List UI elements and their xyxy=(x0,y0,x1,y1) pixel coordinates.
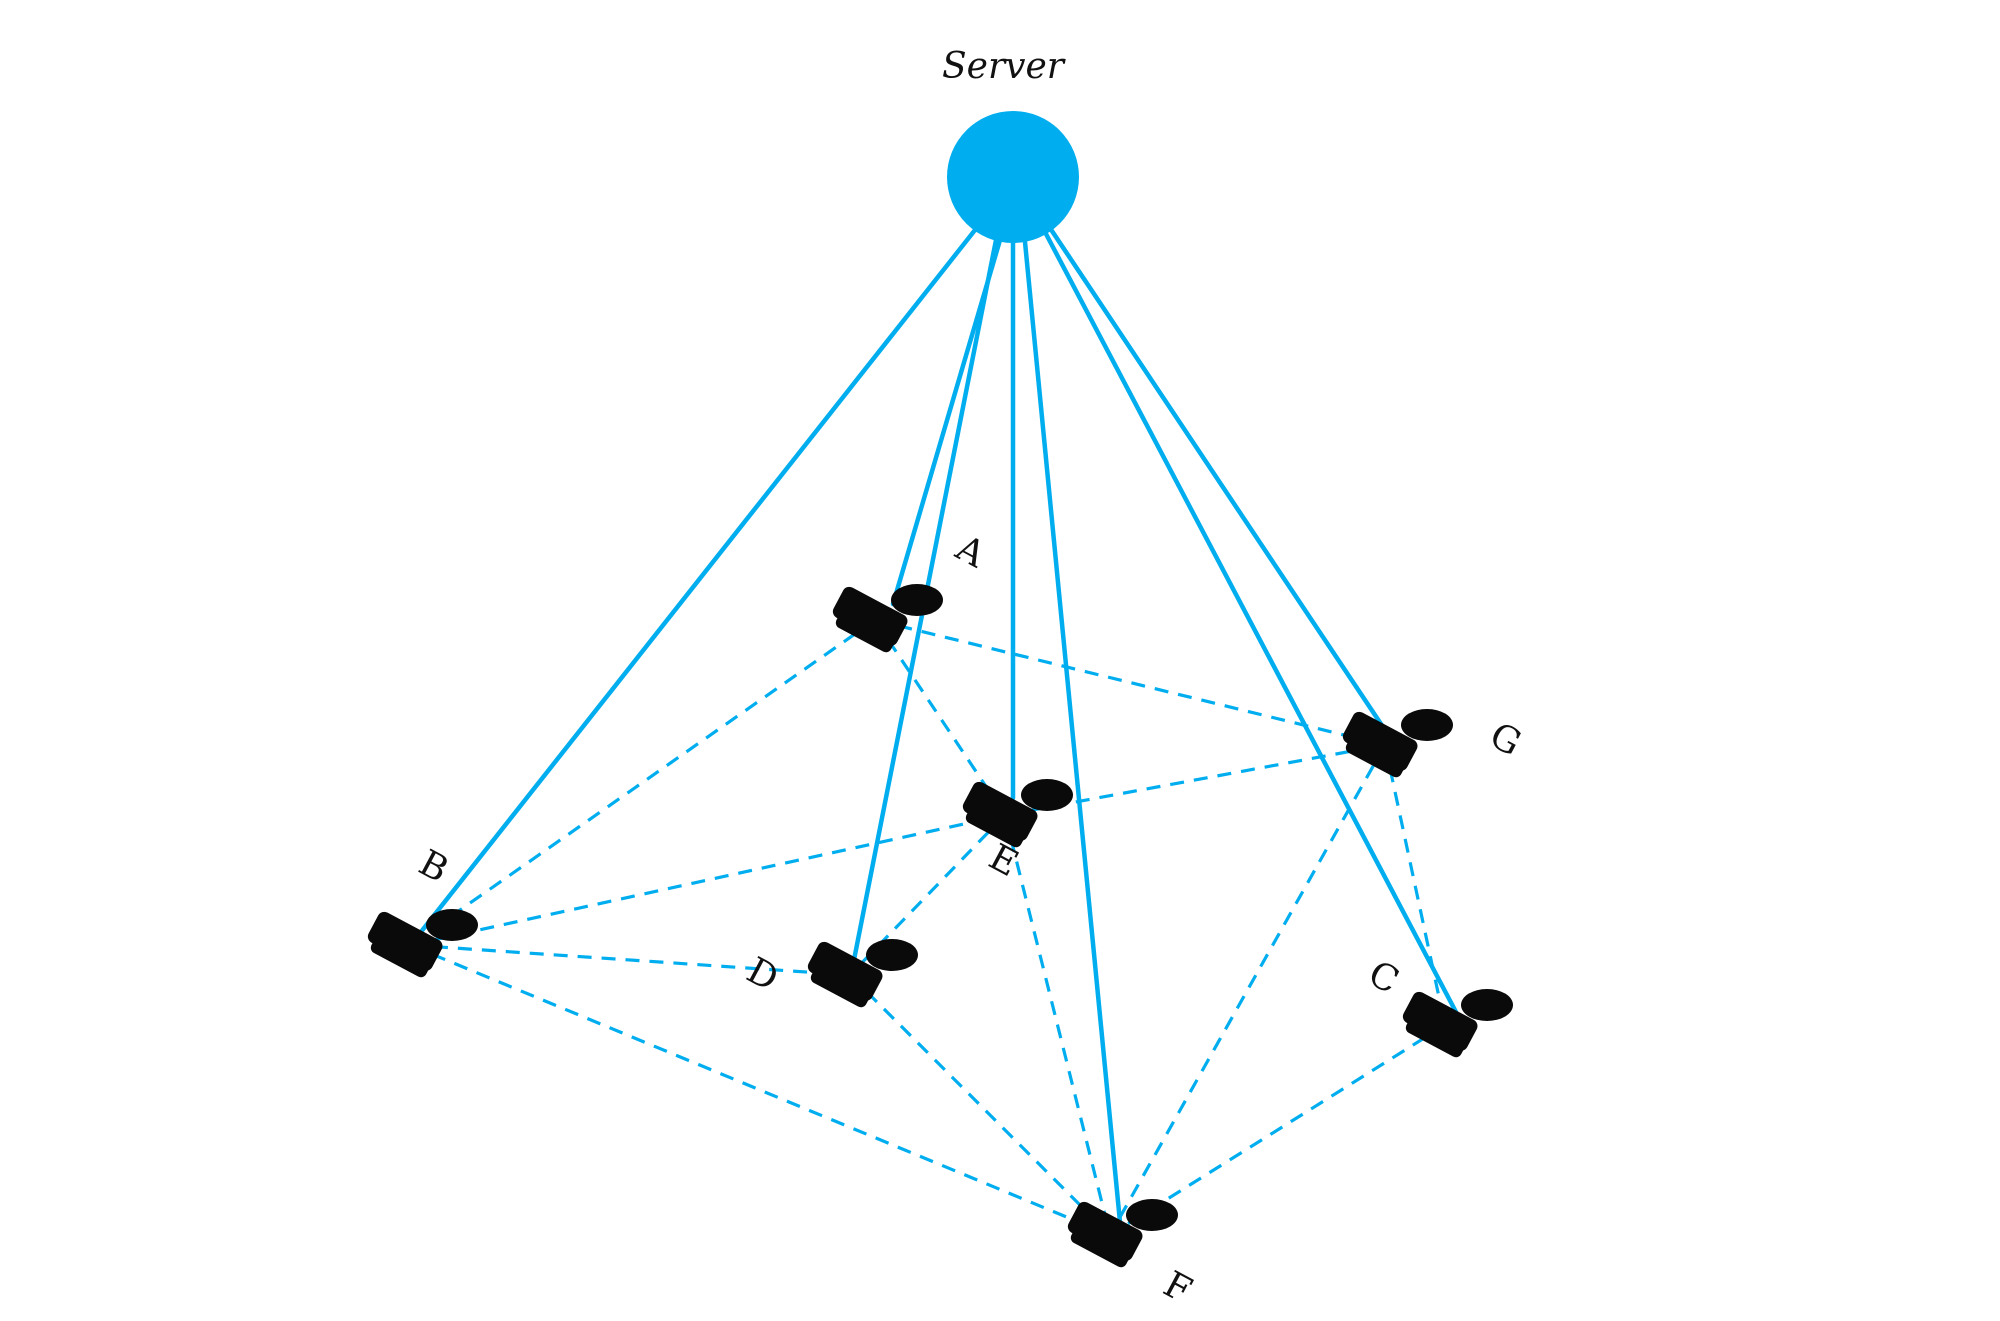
peer-link-a-b xyxy=(409,618,876,947)
peer-link-b-d xyxy=(409,943,851,977)
peer-link-e-d xyxy=(848,813,1007,977)
user-device-icon xyxy=(807,939,918,1008)
peer-link-a-g xyxy=(874,618,1386,747)
server-label: Server xyxy=(942,46,1066,87)
user-device-icon xyxy=(962,779,1073,848)
device-f: F xyxy=(1067,1199,1198,1312)
user-device-icon xyxy=(1067,1199,1178,1268)
device-g: G xyxy=(1342,709,1528,778)
peer-link-e-f xyxy=(1003,814,1112,1236)
server-link-g xyxy=(1047,225,1390,736)
server-link-c xyxy=(1042,229,1459,1015)
server-link-f xyxy=(1022,239,1123,1225)
device-c: C xyxy=(1362,953,1513,1058)
device-e: E xyxy=(962,779,1073,885)
device-label-b: B xyxy=(412,843,455,892)
device-label-g: G xyxy=(1483,715,1528,765)
user-device-icon xyxy=(1402,989,1513,1058)
device-label-a: A xyxy=(948,527,992,576)
device-b: B xyxy=(367,843,478,978)
server-circle xyxy=(947,111,1079,243)
user-device-icon xyxy=(832,584,943,653)
user-device-icon xyxy=(1342,709,1453,778)
device-label-c: C xyxy=(1362,953,1406,1002)
peer-link-b-e xyxy=(409,813,1006,947)
peer-link-b-f xyxy=(409,943,1111,1237)
device-label-d: D xyxy=(740,950,785,1000)
device-label-f: F xyxy=(1157,1264,1198,1312)
peer-link-a-e xyxy=(873,619,1007,816)
peer-links xyxy=(409,618,1447,1237)
devices: A B C D E F G xyxy=(367,527,1528,1312)
device-d: D xyxy=(740,939,918,1008)
peer-link-c-f xyxy=(1109,1023,1446,1237)
server-node: Server xyxy=(942,46,1079,243)
peer-link-d-f xyxy=(848,973,1112,1237)
peer-link-g-f xyxy=(1108,744,1387,1236)
user-device-icon xyxy=(367,909,478,978)
server-link-b xyxy=(410,227,978,945)
